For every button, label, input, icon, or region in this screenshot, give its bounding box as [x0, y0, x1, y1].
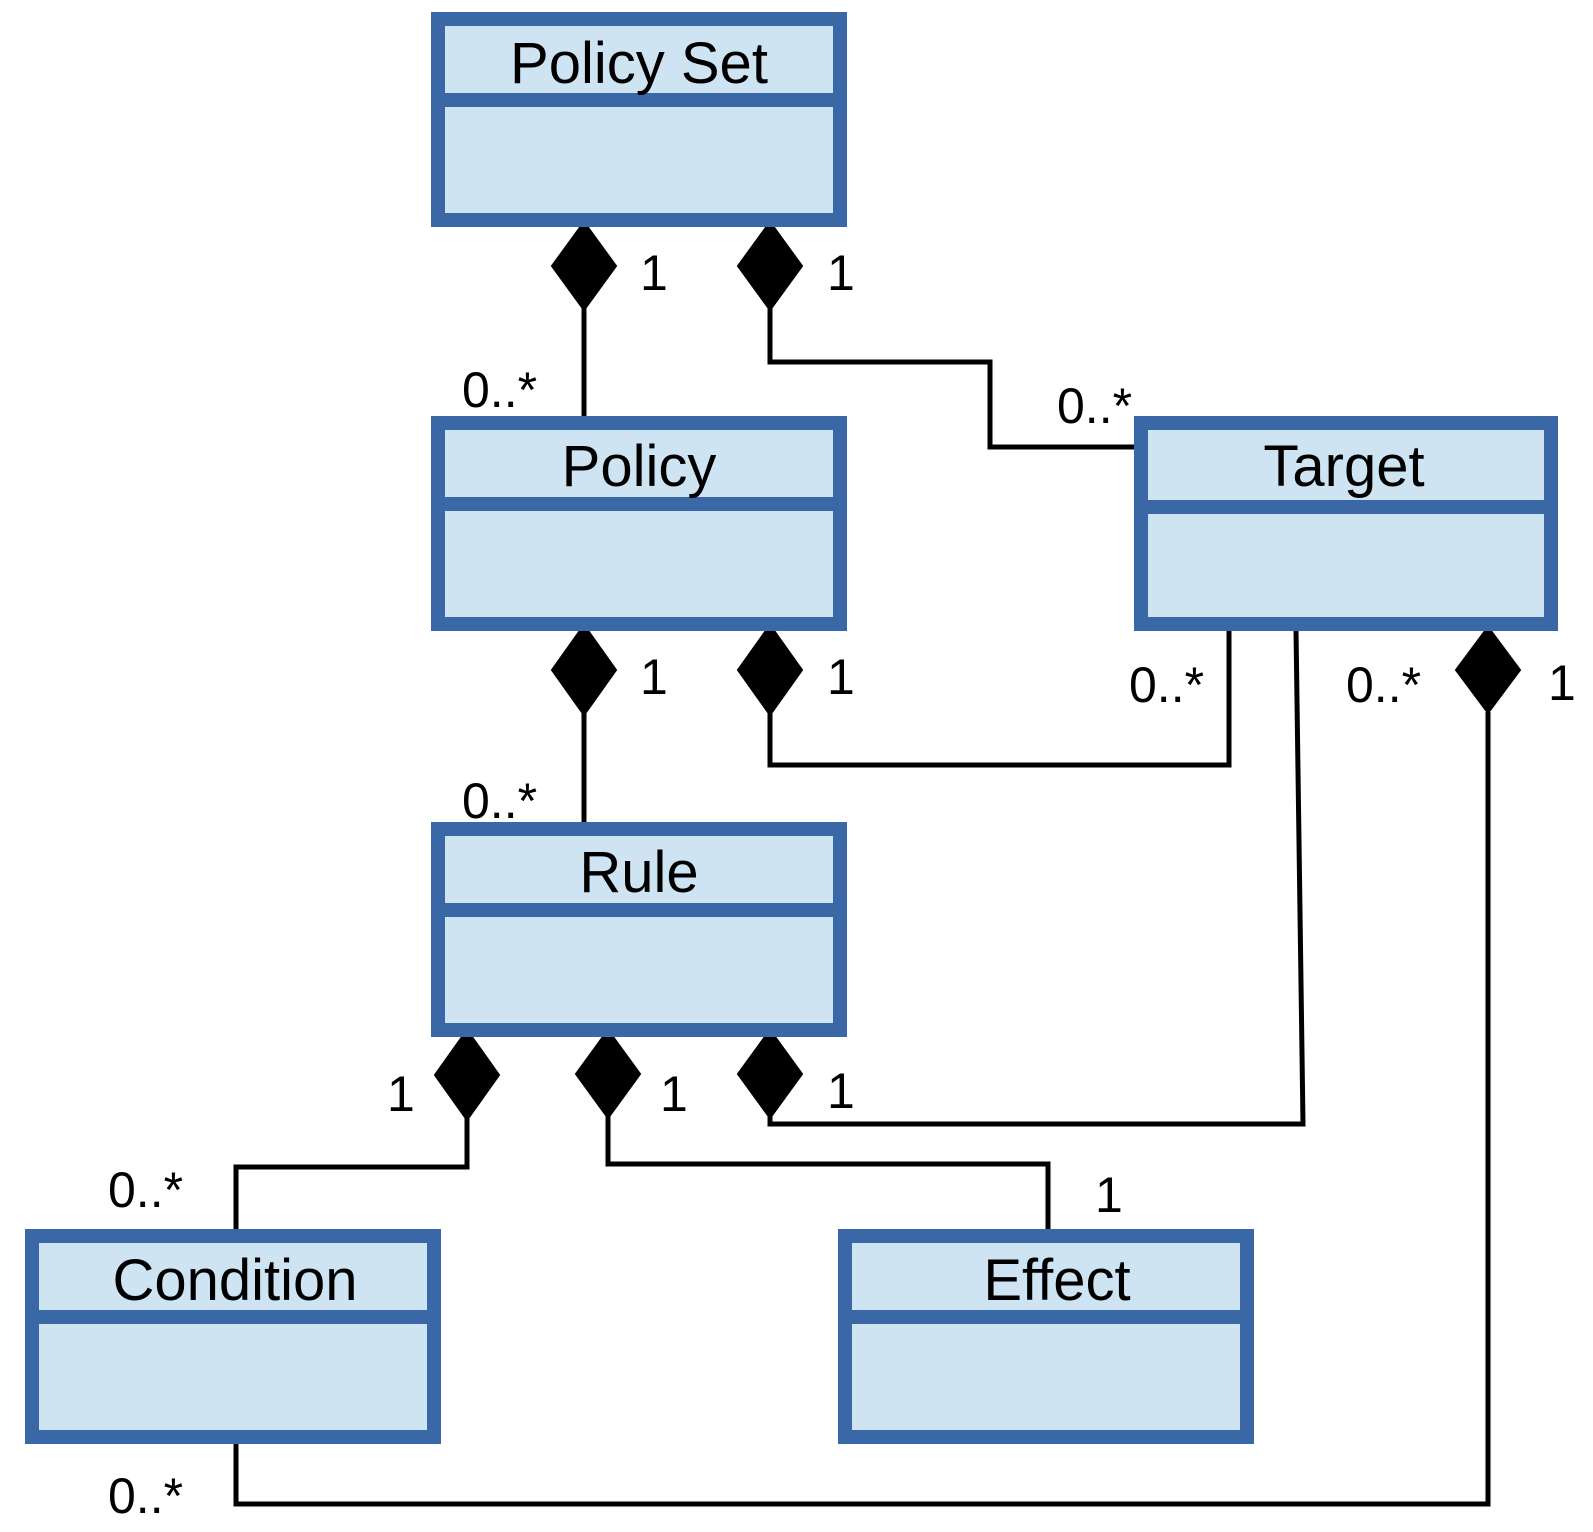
class-policy-set[interactable]: Policy Set: [431, 12, 847, 227]
diamond-policy-rule: [550, 623, 618, 717]
class-rule[interactable]: Rule: [431, 822, 847, 1037]
multiplicities: 1 0..* 1 0..* 1 0..* 1 0..* 0..* 1 1 0..…: [108, 245, 1576, 1524]
mult-target-condition-whole: 1: [1548, 655, 1576, 711]
mult-target-condition-part: 0..*: [108, 1468, 183, 1524]
effect-box: [838, 1229, 1254, 1444]
mult-policyset-policy-whole: 1: [640, 245, 668, 301]
connector-policyset-target: [767, 302, 1141, 450]
diamond-policyset-target: [736, 220, 804, 312]
diamond-rule-target: [736, 1028, 804, 1120]
policy-set-name: Policy Set: [510, 31, 768, 96]
mult-rule-effect-whole: 1: [660, 1066, 688, 1122]
policy-box: [431, 416, 847, 631]
mult-rule-effect-part: 1: [1095, 1167, 1123, 1223]
diamond-target-condition: [1454, 625, 1522, 715]
class-effect[interactable]: Effect: [838, 1229, 1254, 1444]
composition-diamonds: [433, 220, 1522, 1122]
mult-policy-target-part: 0..*: [1129, 657, 1204, 713]
connector-target-condition: [233, 712, 1491, 1507]
mult-policyset-target-part: 0..*: [1057, 378, 1132, 434]
diamond-policy-target: [736, 623, 804, 717]
policy-set-box: [431, 12, 847, 227]
mult-policyset-target-whole: 1: [827, 245, 855, 301]
diamond-policyset-policy: [550, 220, 618, 312]
effect-name: Effect: [983, 1248, 1130, 1313]
mult-rule-condition-part: 0..*: [108, 1162, 183, 1218]
connector-policy-target: [767, 630, 1232, 768]
mult-policyset-policy-part: 0..*: [462, 362, 537, 418]
diamond-rule-condition: [433, 1028, 501, 1122]
class-target[interactable]: Target: [1134, 416, 1558, 631]
class-policy[interactable]: Policy: [431, 416, 847, 631]
connector-rule-condition: [233, 1114, 470, 1230]
target-name: Target: [1263, 434, 1424, 499]
diamond-rule-effect: [574, 1028, 642, 1120]
class-condition[interactable]: Condition: [25, 1229, 441, 1444]
condition-name: Condition: [112, 1248, 357, 1313]
mult-policy-rule-part: 0..*: [462, 773, 537, 829]
condition-box: [25, 1229, 441, 1444]
mult-policy-target-whole: 1: [827, 649, 855, 705]
mult-policy-rule-whole: 1: [640, 649, 668, 705]
mult-rule-target-whole: 1: [827, 1063, 855, 1119]
rule-name: Rule: [579, 840, 698, 905]
target-box: [1134, 416, 1558, 631]
connector-rule-effect: [605, 1114, 1051, 1230]
mult-rule-target-part: 0..*: [1346, 657, 1421, 713]
mult-rule-condition-whole: 1: [387, 1066, 415, 1122]
policy-name: Policy: [562, 434, 717, 499]
rule-box: [431, 822, 847, 1037]
